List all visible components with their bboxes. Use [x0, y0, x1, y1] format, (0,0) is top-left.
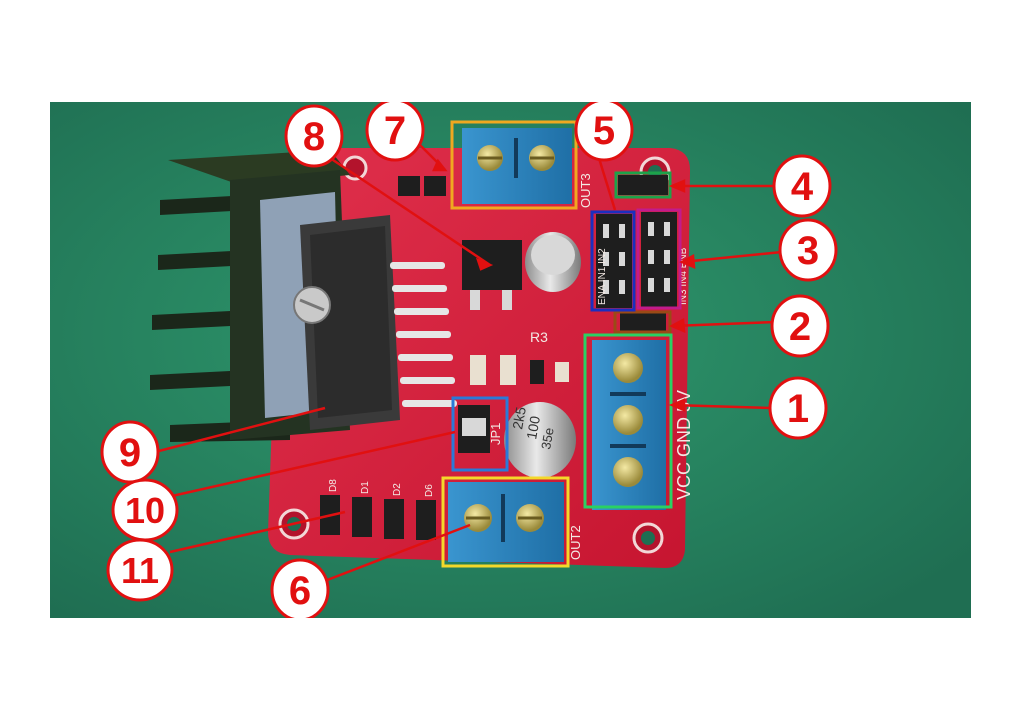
callout-circle-8	[284, 104, 344, 168]
box-header-left	[590, 210, 636, 312]
callout-number-3: 3	[797, 229, 819, 273]
callout-circle-4	[772, 154, 832, 218]
box-out3-out4	[450, 120, 578, 210]
box-header-right	[636, 208, 682, 310]
callout-circles	[100, 102, 838, 618]
callout-circle-6	[270, 558, 330, 618]
terminal-out3-out4	[462, 128, 572, 204]
terminal-power	[592, 340, 666, 510]
voltage-regulator	[462, 240, 522, 310]
label-out2: OUT2	[568, 525, 583, 560]
callout-number-2: 2	[789, 305, 811, 349]
callout-number-1: 1	[787, 387, 809, 431]
input-header-right	[641, 212, 677, 308]
callout-circle-1	[768, 376, 828, 440]
smd-diodes-top	[398, 176, 446, 196]
box-out1-out2	[441, 476, 570, 568]
label-header-right: IN3 IN4 ENB	[678, 247, 689, 305]
label-terminal-power: VCC GND 5V	[674, 390, 694, 500]
terminal-out1-out2	[448, 482, 564, 562]
input-header-left	[596, 214, 632, 308]
callout-number-9: 9	[119, 431, 141, 475]
label-jp1: JP1	[488, 423, 503, 445]
box-jumper-enb	[614, 171, 672, 199]
smd-passives	[470, 355, 569, 385]
label-header-left: ENA IN1 IN2	[597, 248, 608, 305]
cap-label-3: 35e	[538, 427, 557, 451]
callout-numbers: 1 2 3 4 5 6 7 8 9 10 11	[119, 109, 819, 613]
callout-number-8: 8	[303, 115, 325, 159]
driver-chip	[293, 215, 457, 430]
label-d8: D8	[328, 479, 339, 492]
mounting-holes	[278, 155, 671, 554]
label-d1: D1	[360, 481, 371, 494]
jumper-enb	[618, 175, 668, 195]
callout-circle-2	[770, 294, 830, 358]
label-r3: R3	[530, 329, 548, 345]
label-out3: OUT3	[578, 173, 593, 208]
jumper-5v-enable	[620, 313, 666, 331]
box-jumper-5v	[613, 310, 672, 334]
module-diagram: R3 2k5 100 35e JP1	[50, 102, 971, 618]
box-power-terminal	[583, 333, 673, 509]
callout-number-7: 7	[384, 109, 406, 153]
module-photo: R3 2k5 100 35e JP1	[50, 102, 971, 618]
callout-number-10: 10	[125, 490, 165, 531]
capacitor-top	[525, 232, 581, 292]
cap-label-1: 2k5	[509, 405, 529, 430]
callout-circle-7	[365, 102, 425, 162]
callout-number-6: 6	[289, 569, 311, 613]
callout-number-11: 11	[121, 550, 159, 591]
callout-circle-5	[574, 102, 634, 162]
highlight-boxes	[441, 120, 682, 568]
callout-circle-3	[778, 218, 838, 282]
capacitor-bottom: 2k5 100 35e	[504, 402, 576, 478]
callout-number-4: 4	[791, 165, 814, 209]
callout-number-5: 5	[593, 109, 615, 153]
box-jp1	[451, 396, 509, 472]
jumper-jp1	[458, 405, 490, 453]
label-d2: D2	[392, 483, 403, 496]
cap-label-2: 100	[523, 415, 543, 441]
callout-lines	[154, 144, 783, 584]
callout-circle-11	[106, 538, 174, 602]
diode-labels: D8 D1 D2 D6	[328, 479, 435, 497]
label-d6: D6	[424, 484, 435, 497]
